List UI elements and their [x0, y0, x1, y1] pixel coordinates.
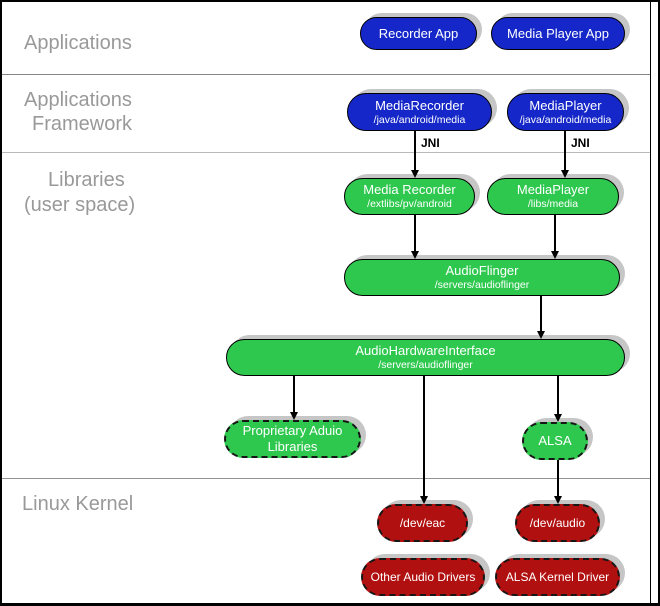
node-mediaplayer-lib: MediaPlayer /libs/media — [487, 178, 619, 215]
arrow-ahi-to-alsa — [553, 376, 562, 422]
node-audioflinger-title: AudioFlinger — [445, 263, 519, 279]
layer-label-libraries-line2: (user space) — [24, 194, 136, 216]
arrow-down-icon — [410, 251, 419, 259]
node-audioflinger: AudioFlinger /servers/audioflinger — [344, 259, 620, 296]
node-media-player-app: Media Player App — [491, 17, 625, 50]
node-mediaplayer-framework-title: MediaPlayer — [529, 97, 602, 113]
node-alsa-kernel-driver: ALSA Kernel Driver — [495, 558, 620, 596]
arrow-audioflinger-to-ahi — [536, 296, 545, 339]
arrow-down-icon — [536, 331, 545, 339]
arrow-media-recorder-lib-to-audioflinger — [410, 215, 419, 259]
node-mediaplayer-framework: MediaPlayer /java/android/media — [507, 93, 624, 131]
node-alsa: ALSA — [522, 422, 588, 460]
node-mediarecorder-framework-title: MediaRecorder — [375, 97, 464, 113]
arrow-shaft — [563, 131, 566, 170]
node-audio-hardware-interface-path: /servers/audioflinger — [378, 359, 473, 371]
arrow-shaft — [539, 296, 542, 331]
arrow-down-icon — [560, 170, 569, 178]
node-dev-audio: /dev/audio — [515, 504, 600, 542]
node-mediaplayer-lib-title: MediaPlayer — [516, 182, 590, 198]
node-alsa-kernel-driver-title: ALSA Kernel Driver — [505, 569, 610, 584]
arrow-shaft — [556, 460, 559, 496]
arrow-shaft — [413, 215, 416, 251]
arrow-shaft — [553, 215, 556, 251]
arrow-down-icon — [410, 170, 419, 178]
node-audio-hardware-interface-title: AudioHardwareInterface — [355, 343, 496, 359]
layer-label-linux-kernel: Linux Kernel — [22, 493, 134, 515]
arrow-ahi-to-proprietary — [289, 376, 298, 420]
node-alsa-title: ALSA — [538, 433, 572, 449]
arrow-down-icon — [289, 412, 298, 420]
node-proprietary-audio-line1: Proprietary Aduio — [242, 423, 343, 439]
node-audioflinger-path: /servers/audioflinger — [434, 279, 530, 291]
jni-label-right: JNI — [571, 136, 590, 150]
divider-framework-libraries — [2, 152, 650, 153]
node-media-recorder-lib-title: Media Recorder — [363, 182, 456, 198]
arrow-shaft — [556, 376, 559, 414]
arrow-alsa-to-dev-audio — [553, 460, 562, 504]
node-recorder-app: Recorder App — [360, 17, 477, 50]
arrow-down-icon — [419, 496, 428, 504]
arrow-ahi-to-dev-eac — [419, 376, 428, 504]
node-other-audio-drivers: Other Audio Drivers — [361, 558, 485, 596]
layer-label-framework-line2: Framework — [32, 113, 133, 135]
arrow-down-icon — [553, 496, 562, 504]
node-media-recorder-lib-path: /extlibs/pv/android — [367, 198, 452, 210]
node-mediaplayer-framework-path: /java/android/media — [519, 113, 612, 126]
inner-right-border-line — [650, 2, 651, 603]
node-media-player-app-title: Media Player App — [507, 25, 609, 41]
node-mediarecorder-framework: MediaRecorder /java/android/media — [347, 93, 492, 131]
node-recorder-app-title: Recorder App — [378, 25, 459, 41]
arrow-down-icon — [553, 414, 562, 422]
arrow-mediaplayer-fw-to-lib — [560, 131, 569, 178]
node-mediarecorder-framework-path: /java/android/media — [373, 113, 466, 126]
arrow-shaft — [292, 376, 295, 412]
arrow-mediaplayer-lib-to-audioflinger — [550, 215, 559, 259]
node-mediaplayer-lib-path: /libs/media — [527, 198, 579, 210]
arrow-mediarecorder-fw-to-lib — [410, 131, 419, 178]
jni-label-left: JNI — [421, 136, 440, 150]
node-dev-eac: /dev/eac — [377, 504, 468, 542]
node-dev-eac-title: /dev/eac — [399, 515, 446, 530]
arrow-shaft — [413, 131, 416, 170]
layer-label-libraries-line1: Libraries — [48, 169, 125, 191]
node-proprietary-audio-libraries: Proprietary Aduio Libraries — [224, 420, 361, 458]
node-media-recorder-lib: Media Recorder /extlibs/pv/android — [344, 178, 475, 215]
node-audio-hardware-interface: AudioHardwareInterface /servers/audiofli… — [226, 339, 625, 376]
node-dev-audio-title: /dev/audio — [529, 515, 586, 530]
layer-label-applications: Applications — [24, 32, 132, 54]
divider-libraries-kernel — [2, 478, 650, 479]
node-other-audio-drivers-title: Other Audio Drivers — [370, 569, 476, 584]
arrow-shaft — [422, 376, 425, 496]
node-proprietary-audio-line2: Libraries — [267, 439, 318, 454]
arrow-down-icon — [550, 251, 559, 259]
layer-label-framework-line1: Applications — [24, 89, 132, 111]
divider-applications-framework — [2, 74, 650, 75]
